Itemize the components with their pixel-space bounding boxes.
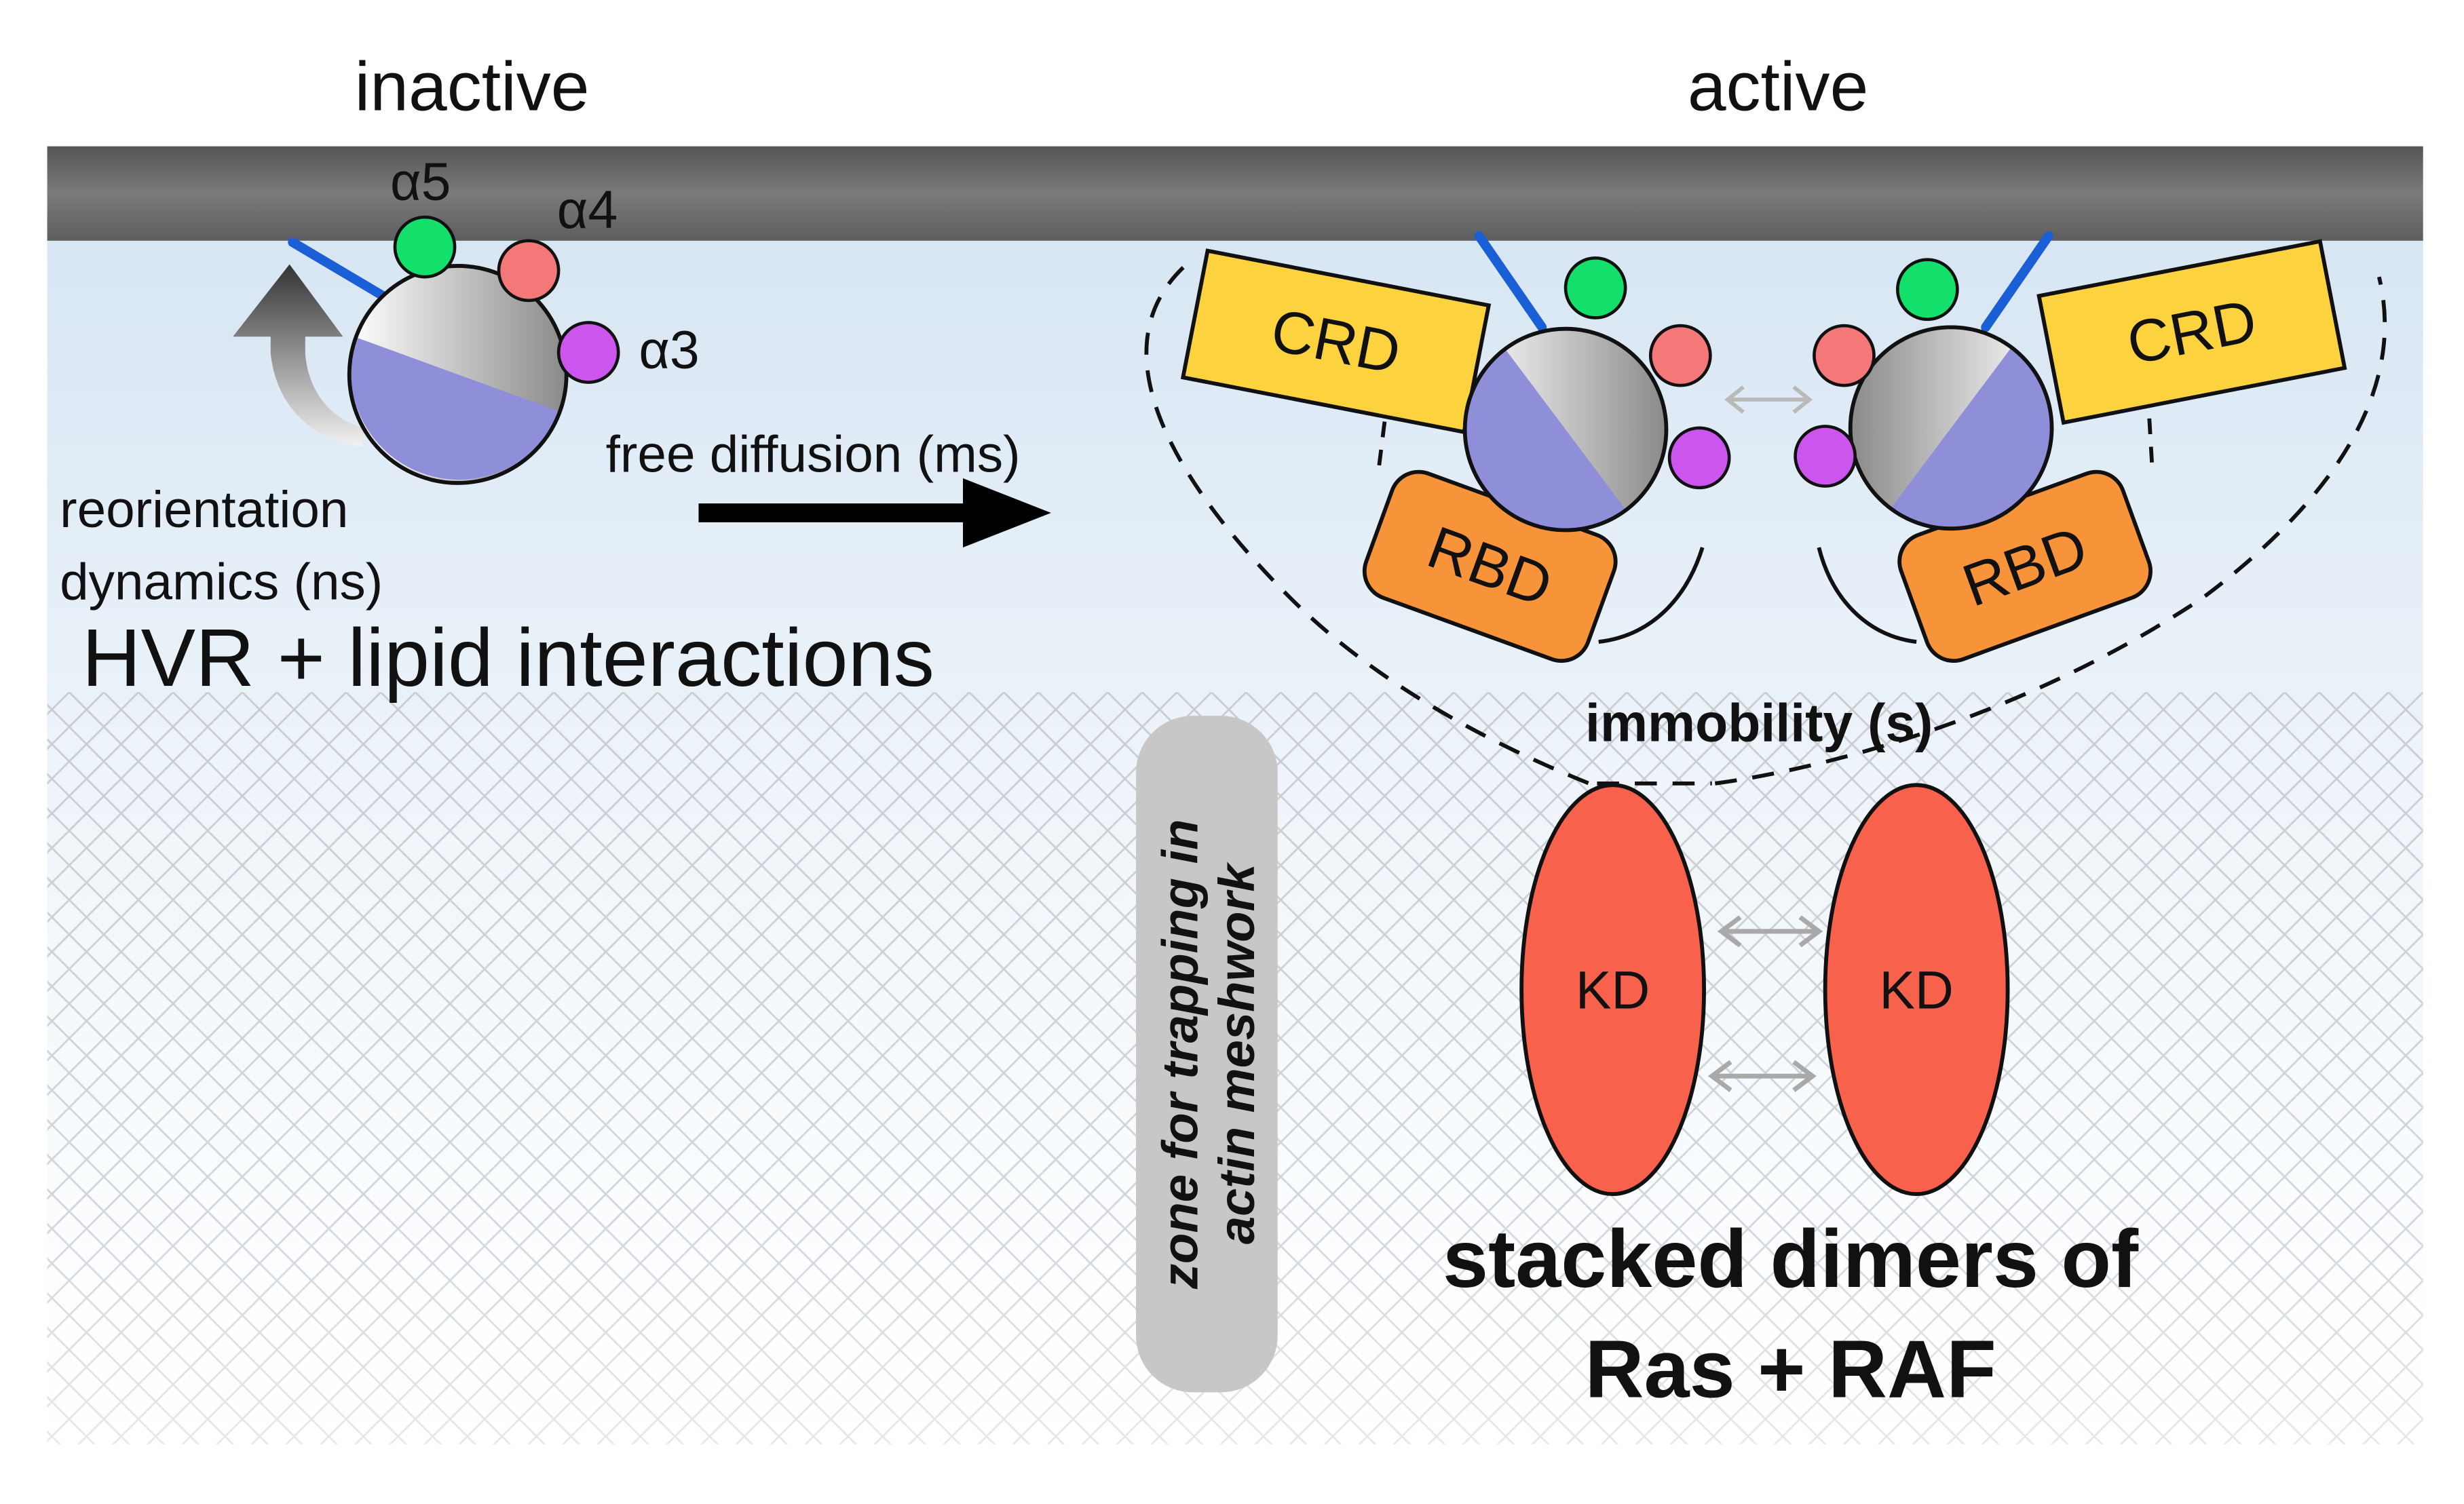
diffusion-arrow-icon: [698, 478, 1051, 548]
reorientation-arrow-icon: [233, 264, 365, 447]
kd-right-label: KD: [1879, 960, 1954, 1020]
right-ras-raf: [1794, 231, 2347, 663]
zone-label-line2: actin meshwork: [1209, 862, 1265, 1245]
crd-left: [1180, 248, 1492, 435]
ras-interaction-arrow-icon: [1724, 385, 1813, 414]
actin-trap-zone-pill: [1136, 716, 1278, 1393]
helix-alpha3: [556, 321, 620, 384]
reorientation-label-line2: dynamics (ns): [60, 554, 383, 611]
stacked-dimers-label-line1: stacked dimers of: [1443, 1213, 2139, 1305]
linker-left: [1376, 421, 1387, 473]
linker-right: [2147, 418, 2155, 472]
kd-interaction-arrows-icon: [1707, 915, 1823, 1092]
reorientation-label-line1: reorientation: [60, 481, 348, 539]
hvr-anchor: [288, 237, 398, 307]
alpha3-label: α3: [639, 320, 699, 380]
zone-label-line1: zone for trapping in: [1152, 820, 1208, 1290]
alpha4-label: α4: [557, 180, 618, 239]
inactive-ras: [233, 215, 620, 485]
linker-left-2: [1598, 547, 1705, 644]
ras-gdomain-blue-half: [350, 337, 560, 480]
kd-left-label: KD: [1576, 960, 1650, 1020]
immobility-label: immobility (s): [1585, 693, 1933, 752]
linker-right-2: [1817, 547, 1917, 644]
complex-outline-dashed: [1144, 266, 2387, 786]
helix-alpha5: [393, 215, 457, 279]
hvr-right: [1981, 231, 2053, 332]
alpha5-label: α5: [390, 152, 451, 212]
crd-right: [2036, 239, 2347, 425]
left-ras-raf: [1180, 231, 1731, 663]
inactive-label: inactive: [355, 47, 590, 125]
hvr-left: [1474, 231, 1547, 332]
kd-left: [1519, 783, 1706, 1197]
stacked-dimers-label-line2: Ras + RAF: [1585, 1323, 1996, 1414]
free-diffusion-label: free diffusion (ms): [606, 426, 1021, 484]
active-label: active: [1688, 47, 1868, 125]
helix-alpha4: [497, 239, 561, 303]
hvr-lipid-label: HVR + lipid interactions: [82, 612, 934, 703]
kd-right: [1823, 783, 2010, 1197]
